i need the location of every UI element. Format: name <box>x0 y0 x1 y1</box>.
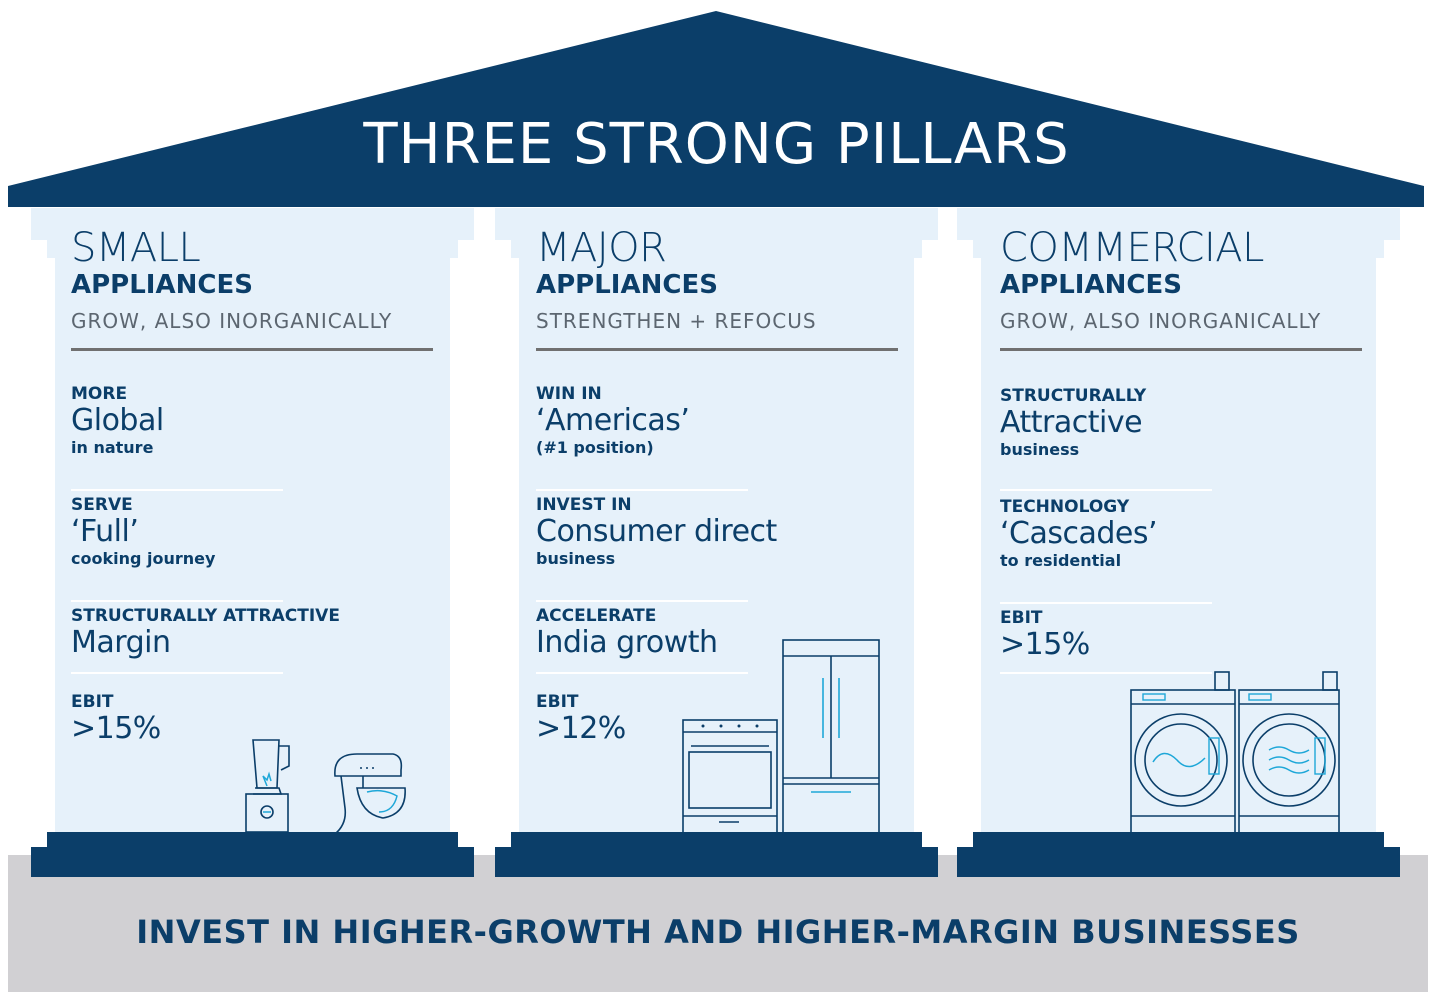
item-note: to residential <box>1000 551 1122 570</box>
pillar-item: EBIT >15% <box>1000 608 1212 662</box>
item-value: ‘Americas’ <box>536 403 690 438</box>
stand-mixer-icon <box>332 753 411 835</box>
item-label: INVEST IN <box>536 495 632 515</box>
pillar-cap <box>31 208 474 240</box>
pillar-base-top <box>47 832 458 848</box>
pillar-strategy: GROW, ALSO INORGANICALLY <box>1000 309 1322 333</box>
pillar-strategy: STRENGTHEN + REFOCUS <box>536 309 817 333</box>
pillar-base-top <box>973 832 1384 848</box>
item-label: STRUCTURALLY ATTRACTIVE <box>71 606 340 626</box>
item-label: WIN IN <box>536 384 602 404</box>
foundation-text: INVEST IN HIGHER-GROWTH AND HIGHER-MARGI… <box>136 913 1300 951</box>
item-label: TECHNOLOGY <box>1000 497 1130 517</box>
pillar-item: ACCELERATE India growth <box>536 606 748 660</box>
pillar-cap-step <box>973 240 1384 258</box>
pillar-shaft <box>55 258 450 834</box>
pillar-cap-step <box>47 240 458 258</box>
pillar-cap <box>957 208 1400 240</box>
item-value: Global <box>71 403 164 438</box>
roof <box>8 11 1424 207</box>
item-label: ACCELERATE <box>536 606 657 626</box>
item-value: Attractive <box>1000 405 1143 440</box>
item-label: EBIT <box>536 692 579 712</box>
pillar-item: EBIT >15% <box>71 692 283 746</box>
pillar-content: COMMERCIAL APPLIANCES GROW, ALSO INORGAN… <box>1000 225 1370 674</box>
pillar-divider <box>536 348 898 351</box>
pillar-item: TECHNOLOGY ‘Cascades’ to residential <box>1000 497 1212 571</box>
pillar-title: MAJOR <box>536 225 667 271</box>
pillar-commercial-appliances: COMMERCIAL APPLIANCES GROW, ALSO INORGAN… <box>957 208 1400 878</box>
foundation <box>8 855 1428 992</box>
pillar-title: COMMERCIAL <box>1000 225 1264 271</box>
roof-title: THREE STRONG PILLARS <box>363 112 1070 177</box>
item-note: business <box>536 549 616 568</box>
blender-icon <box>245 739 290 833</box>
pillar-content: SMALL APPLIANCES GROW, ALSO INORGANICALL… <box>71 225 441 746</box>
pillar-base-top <box>511 832 922 848</box>
item-value: >15% <box>71 711 161 746</box>
pillar-item: MORE Global in nature <box>71 384 283 458</box>
item-note: (#1 position) <box>536 438 654 457</box>
item-value: Consumer direct <box>536 514 777 549</box>
pillar-item: INVEST IN Consumer direct business <box>536 495 777 569</box>
item-label: EBIT <box>71 692 114 712</box>
refrigerator-icon <box>782 639 880 835</box>
item-value: >15% <box>1000 627 1090 662</box>
pillar-major-appliances: MAJOR APPLIANCES STRENGTHEN + REFOCUS WI… <box>495 208 938 878</box>
item-divider <box>1000 489 1212 491</box>
pillar-item: STRUCTURALLY ATTRACTIVE Margin <box>71 606 340 660</box>
item-divider <box>536 600 748 602</box>
item-divider <box>71 600 283 602</box>
item-note: in nature <box>71 438 154 457</box>
item-value: India growth <box>536 625 718 660</box>
item-value: ‘Cascades’ <box>1000 516 1158 551</box>
pillar-item: SERVE ‘Full’ cooking journey <box>71 495 283 569</box>
pillar-item: EBIT >12% <box>536 692 748 746</box>
pillar-subtitle: APPLIANCES <box>536 270 718 300</box>
item-divider <box>71 489 283 491</box>
item-label: SERVE <box>71 495 133 515</box>
item-divider <box>536 672 748 674</box>
pillar-divider <box>71 348 433 351</box>
pillar-divider <box>1000 348 1362 351</box>
washing-machine-icon <box>1130 671 1236 835</box>
pillar-shaft <box>981 258 1376 834</box>
pillar-shaft <box>519 258 914 834</box>
pillar-subtitle: APPLIANCES <box>71 270 253 300</box>
item-note: business <box>1000 440 1080 459</box>
pillar-base <box>31 847 474 877</box>
item-label: MORE <box>71 384 128 404</box>
item-divider <box>71 672 283 674</box>
item-value: >12% <box>536 711 626 746</box>
item-value: ‘Full’ <box>71 514 139 549</box>
pillar-base <box>957 847 1400 877</box>
item-divider <box>1000 602 1212 604</box>
pillar-item: WIN IN ‘Americas’ (#1 position) <box>536 384 748 458</box>
pillar-cap-step <box>511 240 922 258</box>
pillar-title: SMALL <box>71 225 201 271</box>
item-value: Margin <box>71 625 171 660</box>
pillar-item: STRUCTURALLY Attractive business <box>1000 386 1212 460</box>
pillar-base <box>495 847 938 877</box>
item-divider <box>536 489 748 491</box>
item-label: STRUCTURALLY <box>1000 386 1147 406</box>
pillar-cap <box>495 208 938 240</box>
dryer-icon <box>1238 671 1340 835</box>
item-note: cooking journey <box>71 549 216 568</box>
pillar-content: MAJOR APPLIANCES STRENGTHEN + REFOCUS WI… <box>536 225 906 746</box>
pillar-subtitle: APPLIANCES <box>1000 270 1182 300</box>
pillar-small-appliances: SMALL APPLIANCES GROW, ALSO INORGANICALL… <box>31 208 474 878</box>
pillar-strategy: GROW, ALSO INORGANICALLY <box>71 309 393 333</box>
item-label: EBIT <box>1000 608 1043 628</box>
item-divider <box>1000 672 1212 674</box>
oven-icon <box>682 719 778 835</box>
